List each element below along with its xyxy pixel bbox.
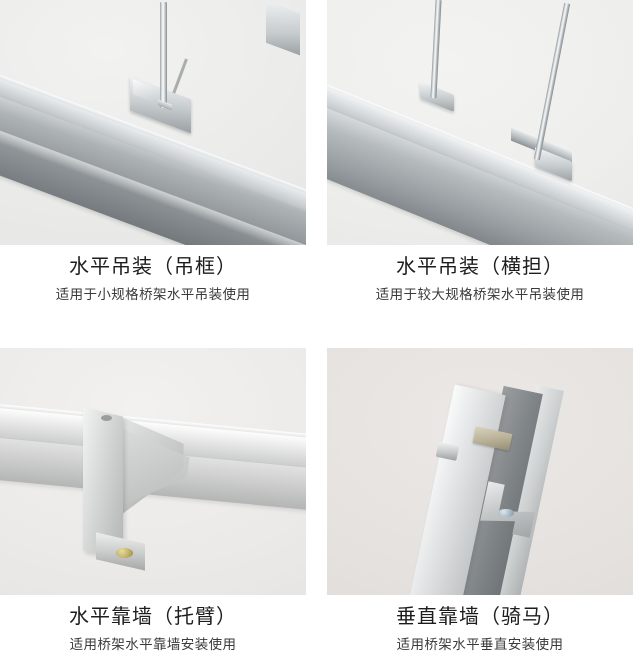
column-gutter-bottom (306, 348, 327, 595)
photo-canvas (0, 0, 306, 245)
caption-horizontal-hanging-frame: 水平吊装（吊框） 适用于小规格桥架水平吊装使用 (0, 245, 306, 348)
column-gutter-top (306, 0, 327, 245)
caption-subtitle: 适用桥架水平靠墙安装使用 (69, 637, 237, 653)
column-gutter-caption-top (306, 245, 327, 348)
threaded-hanger-rod (160, 2, 168, 108)
product-photo-horizontal-hanging-frame[interactable] (0, 0, 306, 245)
bracket-bolt (498, 508, 514, 518)
photo-canvas (327, 0, 633, 245)
caption-subtitle: 适用于较大规格桥架水平吊装使用 (375, 287, 585, 303)
caption-title: 垂直靠墙（骑马） (396, 604, 564, 628)
bracket-mounting-hole (100, 414, 112, 421)
photo-canvas (327, 348, 633, 595)
product-photo-horizontal-hanging-crossarm[interactable] (327, 0, 633, 245)
caption-subtitle: 适用桥架水平垂直安装使用 (396, 637, 564, 653)
photo-canvas (0, 348, 306, 595)
caption-title: 水平吊装（吊框） (69, 254, 237, 278)
caption-horizontal-wall-bracket: 水平靠墙（托臂） 适用桥架水平靠墙安装使用 (0, 595, 306, 666)
caption-vertical-wall-saddle: 垂直靠墙（骑马） 适用桥架水平垂直安装使用 (327, 595, 633, 666)
caption-title: 水平靠墙（托臂） (69, 604, 237, 628)
threaded-hanger-rod-left (430, 0, 442, 99)
product-photo-vertical-wall-saddle[interactable] (327, 348, 633, 595)
column-gutter-caption-bottom (306, 595, 327, 666)
threaded-hanger-rod-right (533, 3, 571, 161)
caption-subtitle: 适用于小规格桥架水平吊装使用 (55, 287, 251, 303)
product-photo-horizontal-wall-bracket[interactable] (0, 348, 306, 595)
caption-horizontal-hanging-crossarm: 水平吊装（横担） 适用于较大规格桥架水平吊装使用 (327, 245, 633, 348)
tray-end-plate (266, 1, 300, 56)
caption-title: 水平吊装（横担） (396, 254, 564, 278)
brass-bolt (116, 548, 134, 558)
